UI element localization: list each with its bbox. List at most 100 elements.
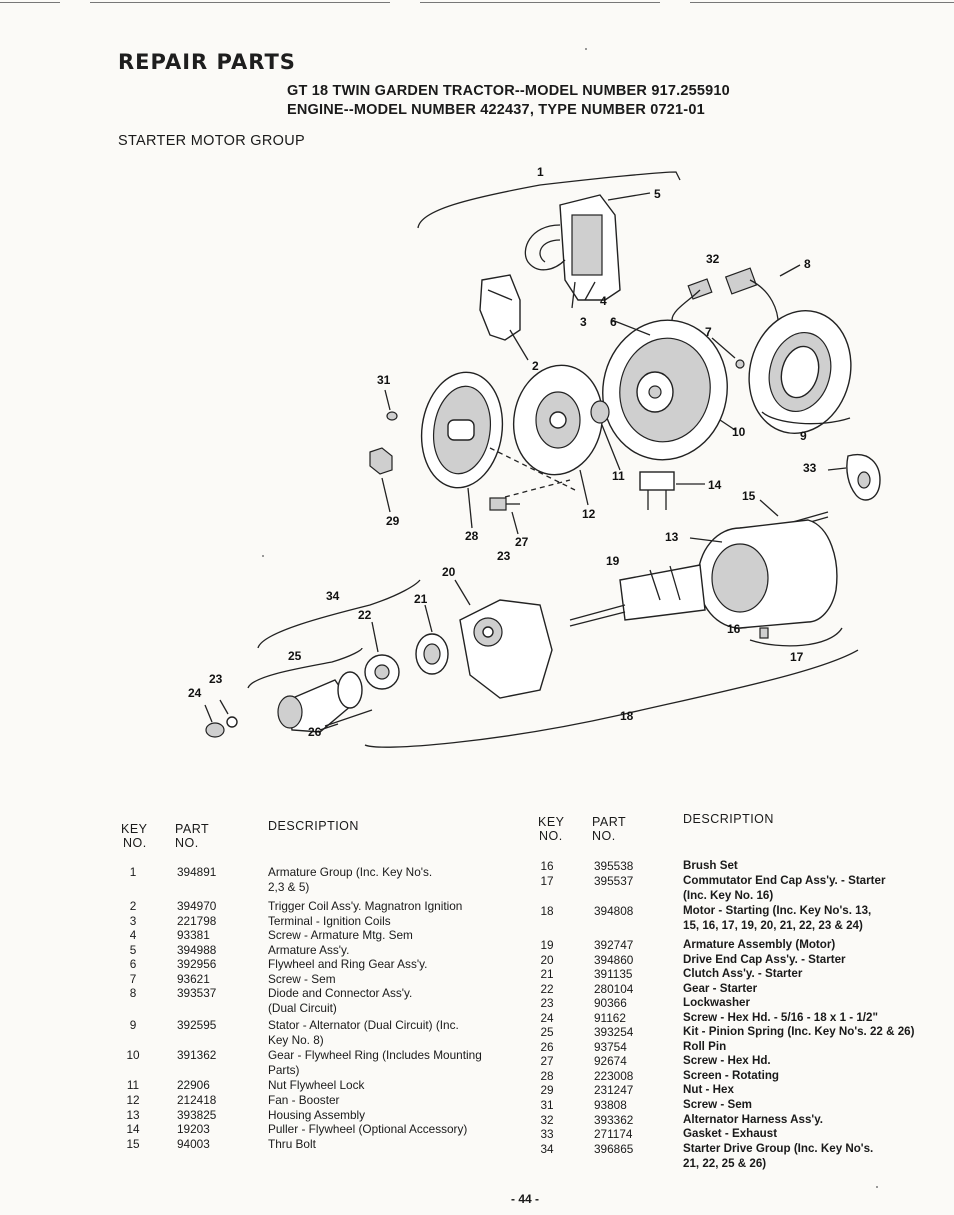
part-description: 2,3 & 5): [268, 879, 310, 894]
booster-fan-drawing: [512, 364, 604, 506]
callout-28: 28: [465, 529, 479, 543]
part-number: 22906: [177, 1078, 210, 1092]
part-description: Armature Assembly (Motor): [683, 938, 836, 951]
repair-parts-banner: REPAIR PARTS: [118, 50, 296, 74]
key-number: 13: [126, 1108, 140, 1122]
part-number: 396865: [594, 1142, 634, 1156]
part-description: Housing Assembly: [268, 1108, 366, 1122]
callout-3: 3: [580, 315, 587, 329]
key-number: 7: [129, 972, 137, 986]
header-part: PART: [592, 815, 627, 829]
part-number: 271174: [594, 1127, 633, 1141]
callout-26: 26: [308, 725, 322, 739]
part-number: 93621: [177, 972, 210, 986]
print-speck: [876, 1186, 878, 1188]
part-number: 94003: [177, 1137, 210, 1151]
part-number: 394988: [177, 943, 217, 957]
part-description: Terminal - Ignition Coils: [268, 914, 391, 928]
callout-2: 2: [532, 359, 539, 373]
trigger-coil-drawing: [479, 274, 529, 361]
part-number: 394970: [177, 899, 217, 913]
callout-22: 22: [358, 608, 372, 622]
roll-pin-drawing: [319, 709, 373, 731]
callout-4: 4: [600, 294, 607, 308]
part-number: 391362: [177, 1048, 217, 1062]
part-number: 392595: [177, 1018, 217, 1032]
header-part-no: NO.: [592, 829, 616, 843]
part-number: 393254: [594, 1025, 634, 1039]
header-part: PART: [175, 822, 210, 836]
drive-end-cap-drawing: [454, 579, 553, 699]
part-description: Gear - Flywheel Ring (Includes Mounting: [268, 1048, 482, 1062]
part-description: Key No. 8): [268, 1032, 324, 1047]
callout-8: 8: [804, 257, 811, 271]
part-description: Screw - Armature Mtg. Sem: [268, 928, 413, 942]
part-number: 221798: [177, 914, 217, 928]
callout-11: 11: [612, 469, 625, 483]
part-description: Alternator Harness Ass'y.: [683, 1113, 824, 1126]
key-number: 19: [540, 938, 554, 952]
part-description: (Inc. Key No. 16): [683, 888, 774, 902]
callout-18: 18: [620, 709, 634, 723]
part-description: Parts): [268, 1062, 300, 1077]
callout-25: 25: [288, 649, 302, 663]
part-description: Clutch Ass'y. - Starter: [683, 967, 803, 980]
header-description: DESCRIPTION: [268, 819, 359, 833]
clutch-drawing: [415, 604, 449, 675]
key-number: 24: [540, 1011, 554, 1025]
key-number: 28: [540, 1069, 554, 1083]
callout-10: 10: [732, 425, 746, 439]
part-number: 280104: [594, 982, 634, 996]
key-number: 21: [540, 967, 554, 981]
header-key-no: NO.: [123, 836, 147, 850]
callout-33: 33: [803, 461, 817, 475]
screw-24-drawing: [204, 699, 238, 738]
key-number: 2: [129, 899, 137, 913]
puller-drawing: [639, 471, 705, 510]
part-description: Armature Ass'y.: [268, 943, 350, 957]
key-number: 22: [540, 982, 554, 996]
callout-27: 27: [515, 535, 529, 549]
hex-nut-drawing: [369, 447, 393, 513]
part-description: Puller - Flywheel (Optional Accessory): [268, 1122, 468, 1136]
top-edge-rule: [0, 2, 954, 5]
key-number: 5: [129, 943, 137, 957]
part-number: 393537: [177, 986, 217, 1000]
part-description: Nut - Hex: [683, 1083, 734, 1096]
callout-15: 15: [742, 489, 756, 503]
callout-31: 31: [377, 373, 391, 387]
key-number: 34: [540, 1142, 554, 1156]
key-number: 33: [540, 1127, 554, 1141]
callout-20: 20: [442, 565, 456, 579]
callout-34: 34: [326, 589, 340, 603]
callout-7: 7: [705, 325, 712, 339]
key-number: 3: [129, 914, 137, 928]
engine-model-line: ENGINE--MODEL NUMBER 422437, TYPE NUMBER…: [287, 102, 705, 118]
tractor-model-line: GT 18 TWIN GARDEN TRACTOR--MODEL NUMBER …: [287, 83, 730, 99]
part-number: 394891: [177, 865, 217, 879]
part-number: 93754: [594, 1040, 627, 1054]
part-number: 93808: [594, 1098, 627, 1112]
part-description: Screw - Sem: [683, 1098, 752, 1111]
key-number: 14: [126, 1122, 140, 1136]
part-number: 391135: [594, 967, 633, 981]
part-description: Screw - Sem: [268, 972, 336, 986]
part-description: Gear - Starter: [683, 982, 758, 995]
part-number: 19203: [177, 1122, 210, 1136]
pinion-spring-drawing: [277, 671, 363, 733]
header-key-no: NO.: [539, 829, 563, 843]
callout-23-upper: 23: [497, 549, 511, 563]
part-description: Stator - Alternator (Dual Circuit) (Inc.: [268, 1018, 459, 1032]
callout-24: 24: [188, 686, 202, 700]
part-number: 392747: [594, 938, 634, 952]
part-number: 212418: [177, 1093, 217, 1107]
part-description: Brush Set: [683, 859, 738, 872]
screw-27-drawing: [489, 497, 520, 535]
stator-drawing: [748, 310, 852, 434]
key-number: 1: [129, 865, 137, 879]
bracket-25: [247, 647, 363, 689]
part-description: Diode and Connector Ass'y.: [268, 986, 413, 1000]
part-number: 393825: [177, 1108, 217, 1122]
bracket-18: [364, 649, 859, 748]
part-number: 93381: [177, 928, 210, 942]
